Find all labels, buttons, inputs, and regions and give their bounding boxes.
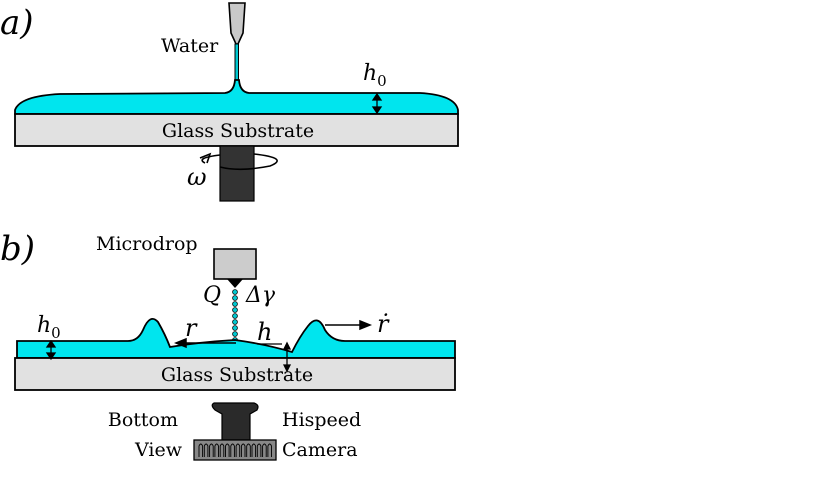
grill-line — [225, 443, 230, 457]
substrate-label-b: Glass Substrate — [161, 364, 313, 386]
view-label: View — [134, 439, 183, 461]
grill-line — [214, 443, 219, 457]
grill-line — [262, 443, 267, 457]
panel-b: b) Microdrop Q Δγ Glass Substrate h0 r h — [0, 229, 456, 461]
panel-a-label: a) — [0, 3, 34, 43]
flow-rate-label: Q — [203, 283, 221, 308]
droplet — [232, 289, 238, 295]
camera-lens — [211, 402, 259, 441]
grill-line — [267, 443, 272, 457]
droplet — [232, 331, 238, 337]
grill-line — [246, 443, 251, 457]
droplet — [232, 325, 238, 331]
hispeed-camera — [193, 402, 277, 461]
rotation-label: ω — [187, 163, 207, 191]
droplet — [232, 295, 238, 301]
surface-tension-label: Δγ — [245, 283, 276, 308]
droplet — [232, 319, 238, 325]
grill-line — [219, 443, 225, 457]
substrate-label-a: Glass Substrate — [162, 120, 314, 142]
height-arrow — [282, 341, 292, 373]
film-thickness-label-a: h0 — [363, 61, 387, 90]
film-thickness-label-b: h0 — [37, 313, 61, 342]
grill-line — [230, 443, 235, 457]
panel-a: a) Water Glass Substrate h0 ω — [0, 2, 459, 202]
droplet — [232, 307, 238, 313]
radius-label: r — [185, 314, 198, 342]
film-thickness-arrow-a — [371, 92, 383, 115]
bottom-label: Bottom — [108, 409, 178, 431]
droplet — [232, 301, 238, 307]
camera-grill — [198, 443, 272, 457]
radius-arrow — [173, 337, 236, 349]
microdrop-label: Microdrop — [96, 233, 198, 255]
grill-line — [203, 443, 209, 457]
velocity-label: ṙ — [377, 310, 390, 338]
grill-line — [240, 443, 246, 457]
droplet — [232, 313, 238, 319]
height-label: h — [257, 318, 272, 346]
spin-motor — [219, 145, 255, 202]
panel-b-label: b) — [0, 229, 35, 269]
grill-line — [209, 443, 214, 457]
microdrop-nozzle — [227, 279, 243, 288]
water-pipette — [228, 2, 246, 45]
film-thickness-arrow-b — [45, 339, 57, 361]
grill-line — [251, 443, 257, 457]
glass-substrate-b — [14, 357, 456, 391]
liquid-film-b — [16, 318, 456, 359]
velocity-arrow — [325, 319, 373, 331]
hispeed-label: Hispeed — [282, 409, 361, 431]
grill-line — [198, 443, 204, 457]
water-label: Water — [161, 35, 219, 57]
camera-base — [193, 439, 277, 461]
rotation-arrow — [199, 152, 278, 171]
camera-label: Camera — [282, 439, 358, 461]
glass-substrate-a — [14, 113, 459, 147]
grill-line — [235, 443, 241, 457]
grill-line — [256, 443, 262, 457]
droplet-stream — [232, 289, 238, 343]
microdrop-head — [213, 248, 257, 280]
liquid-film-a — [14, 79, 459, 115]
